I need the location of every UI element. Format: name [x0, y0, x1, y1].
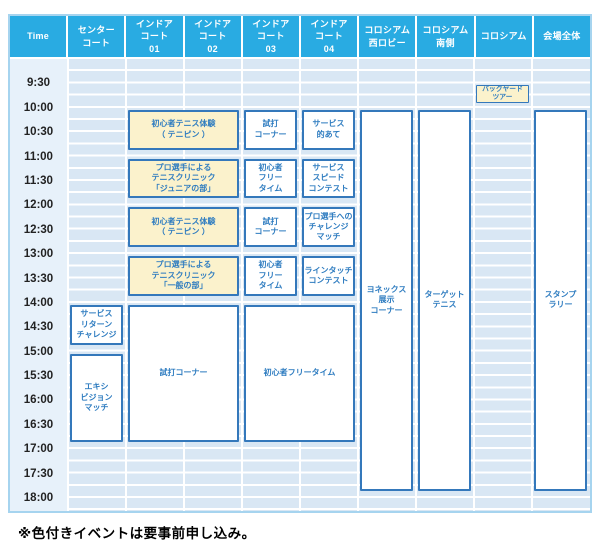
time-label: 14:30 — [23, 321, 54, 334]
header-cell-coliseum: コロシアム — [475, 16, 532, 57]
event-block-venue-all: スタンプ ラリー — [534, 109, 587, 491]
time-label: 12:00 — [23, 199, 54, 212]
event-block-indoor-court-03: 試打 コーナー — [244, 109, 297, 150]
event-block-indoor-court-04: プロ選手への チャレンジ マッチ — [302, 207, 355, 248]
time-label: 11:30 — [24, 174, 53, 187]
column-separator — [357, 59, 359, 511]
header-cell-indoor-court-03: インドア コート 03 — [242, 16, 299, 57]
event-block-center-court: サービス リターン チャレンジ — [70, 304, 123, 345]
event-block-indoor-court-03: 初心者 フリー タイム — [244, 158, 297, 199]
event-block-indoor-court-01: プロ選手による テニスクリニック 「一般の部」 — [128, 256, 239, 296]
column-separator — [125, 59, 127, 511]
event-block-indoor-court-01: プロ選手による テニスクリニック 「ジュニアの部」 — [128, 158, 239, 199]
time-label: 15:00 — [23, 345, 54, 358]
event-block-coliseum-south: ターゲット テニス — [418, 109, 471, 491]
event-block-indoor-court-04: サービス スピード コンテスト — [302, 158, 355, 199]
time-label: 18:00 — [23, 492, 54, 505]
header-cell-indoor-court-04: インドア コート 04 — [301, 16, 358, 57]
event-block-indoor-court-04: サービス 的あて — [302, 109, 355, 150]
time-label: 16:00 — [23, 394, 54, 407]
header-cell-indoor-court-02: インドア コート 02 — [184, 16, 241, 57]
header-cell-coliseum-west-lobby: コロシアム 西ロビー — [359, 16, 416, 57]
header-cell-center-court: センター コート — [68, 16, 125, 57]
time-label: 13:30 — [23, 272, 54, 285]
column-separator — [473, 59, 475, 511]
time-label: 13:00 — [23, 248, 54, 261]
column-separator — [241, 59, 243, 511]
header-cell-venue-all: 会場全体 — [533, 16, 590, 57]
time-label: 9:30 — [26, 77, 51, 90]
time-label: 10:00 — [23, 101, 54, 114]
event-block-indoor-court-01: 初心者テニス体験 （ テニピン ） — [128, 109, 239, 150]
event-block-indoor-court-01: 初心者テニス体験 （ テニピン ） — [128, 207, 239, 248]
event-block-indoor-court-03: 初心者 フリー タイム — [244, 256, 297, 296]
time-label: 15:30 — [23, 370, 54, 383]
time-column: 9:30 10:00 10:30 11:00 11:30 12:00 12:30 13:00 1… — [10, 59, 67, 511]
time-label: 14:00 — [23, 296, 54, 309]
header-cell-time: Time — [10, 16, 67, 57]
time-label: 10:30 — [23, 126, 54, 139]
event-block-coliseum: バックヤード ツアー — [476, 85, 529, 103]
event-block-coliseum-west-lobby: ヨネックス 展示 コーナー — [360, 109, 413, 491]
event-block-indoor-court-04: ラインタッチ コンテスト — [302, 256, 355, 296]
header-cell-coliseum-south: コロシアム 南側 — [417, 16, 474, 57]
column-separator — [415, 59, 417, 511]
event-block-indoor-court-03: 試打 コーナー — [244, 207, 297, 248]
time-label: 17:30 — [23, 467, 54, 480]
event-block-indoor-court-03: 初心者フリータイム — [244, 304, 355, 443]
time-label: 16:30 — [23, 418, 54, 431]
event-block-indoor-court-01: 試打コーナー — [128, 304, 239, 443]
time-label: 11:00 — [24, 150, 53, 163]
footer-note: ※色付きイベントは要事前申し込み。 — [18, 526, 256, 541]
column-separator — [531, 59, 533, 511]
header-cell-indoor-court-01: インドア コート 01 — [126, 16, 183, 57]
column-separator — [299, 59, 301, 511]
time-label: 12:30 — [23, 223, 54, 236]
event-block-center-court: エキシ ビジョン マッチ — [70, 353, 123, 443]
column-separator — [67, 59, 69, 511]
schedule-body: 9:30 10:00 10:30 11:00 11:30 12:00 12:30 13:00 1… — [10, 59, 590, 511]
time-label: 17:00 — [23, 443, 54, 456]
